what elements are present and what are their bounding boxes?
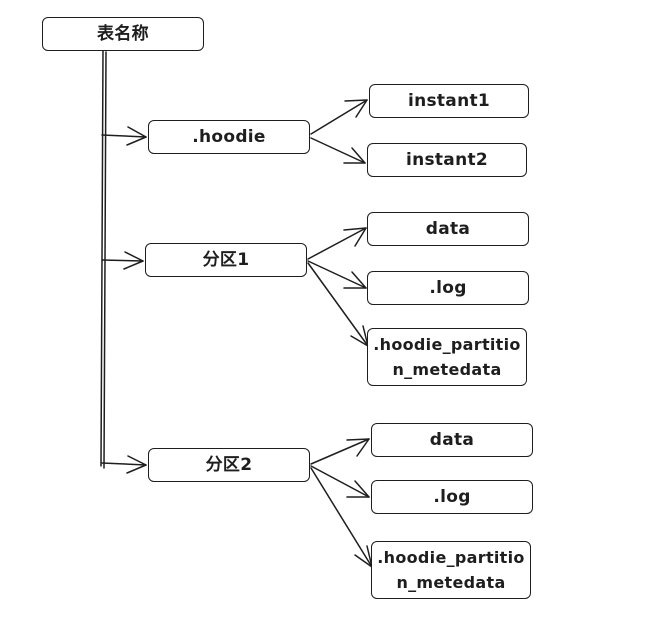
edge-root-hoodie <box>101 126 147 146</box>
edge-p1-data <box>307 227 367 260</box>
node-partition-2: 分区2 <box>148 448 310 482</box>
node-label: 分区2 <box>205 455 253 475</box>
edge-root-partition2 <box>101 455 147 474</box>
edge-p2-log <box>310 465 370 498</box>
node-label: data <box>425 219 471 239</box>
node-p2-data: data <box>371 423 533 457</box>
node-p1-data: data <box>367 212 529 246</box>
edge-hoodie-instant1 <box>310 99 368 135</box>
edge-p2-data <box>310 438 370 465</box>
node-label: .log <box>429 278 467 298</box>
node-instant-2: instant2 <box>367 143 527 177</box>
node-label: .hoodie_partition_metedata <box>377 548 525 592</box>
node-p2-partition-metadata: .hoodie_partition_metedata <box>371 541 531 599</box>
edge-p1-log <box>307 260 367 289</box>
node-partition-1: 分区1 <box>145 243 307 277</box>
node-label: instant1 <box>407 91 491 111</box>
node-label: .hoodie <box>192 127 266 147</box>
node-hoodie: .hoodie <box>148 120 310 154</box>
edge-root-partition1 <box>101 251 144 270</box>
node-label: instant2 <box>405 150 489 170</box>
node-label: data <box>429 430 475 450</box>
node-instant-1: instant1 <box>369 84 529 118</box>
edge-hoodie-instant2 <box>310 137 366 164</box>
node-label: .hoodie_partition_metedata <box>373 335 521 379</box>
node-label: 表名称 <box>97 24 149 44</box>
node-p1-log: .log <box>367 271 529 305</box>
node-label: .log <box>433 487 471 507</box>
node-table-name: 表名称 <box>42 17 204 51</box>
node-p1-partition-metadata: .hoodie_partition_metedata <box>367 328 527 386</box>
node-p2-log: .log <box>371 480 533 514</box>
node-label: 分区1 <box>202 250 250 270</box>
